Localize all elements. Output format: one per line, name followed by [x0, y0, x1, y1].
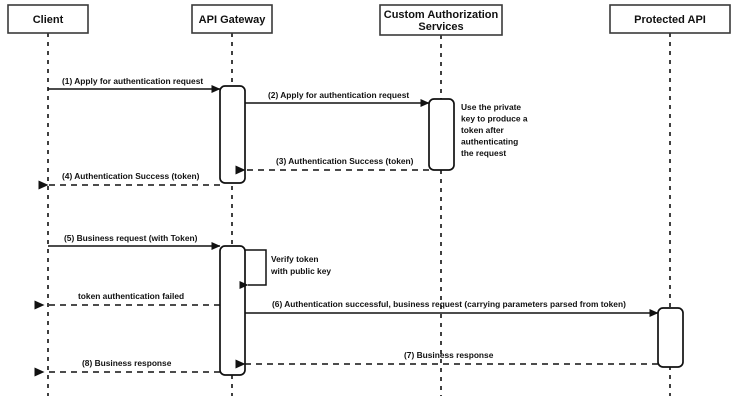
- self-message-label-line2-s1: with public key: [270, 266, 331, 276]
- participant-box-gateway[interactable]: [191, 4, 273, 34]
- message-m1[interactable]: (1) Apply for authentication request: [48, 76, 221, 93]
- participant-box-protapi[interactable]: [609, 4, 731, 34]
- message-m3[interactable]: (3) Authentication Success (token): [235, 156, 429, 175]
- participant-label-client: Client: [33, 14, 64, 26]
- activation-bar-act-gateway-1: [219, 85, 246, 184]
- message-m5[interactable]: (5) Business request (with Token): [48, 233, 221, 250]
- message-label-m2: (2) Apply for authentication request: [268, 90, 409, 100]
- participant-label-authsvc: Custom Authorization: [384, 9, 499, 21]
- message-label-m6: token authentication failed: [78, 291, 184, 301]
- participant-box-client[interactable]: [7, 4, 89, 34]
- participant-box-authsvc[interactable]: [379, 4, 503, 36]
- message-label-m8: (7) Business response: [404, 350, 494, 360]
- activation-bar-act-protapi-1: [657, 307, 684, 368]
- self-messages-group: Verify token with public key: [239, 249, 331, 289]
- self-message-path-s1: [239, 249, 267, 289]
- message-label-m3: (3) Authentication Success (token): [276, 156, 414, 166]
- note-line-n1-2: token after: [461, 125, 505, 135]
- lifelines-group: Client API Gateway Custom AuthorizationSer…: [7, 4, 731, 396]
- message-m4[interactable]: (4) Authentication Success (token): [38, 171, 220, 190]
- participant-protapi[interactable]: Protected API: [609, 4, 731, 34]
- activation-bar-act-gateway-2: [219, 245, 246, 376]
- message-label-m7: (6) Authentication successful, business …: [272, 299, 626, 309]
- messages-group: (1) Apply for authentication request (2) …: [34, 76, 659, 377]
- participant-label-gateway: API Gateway: [199, 14, 267, 26]
- note-line-n1-1: key to produce a: [461, 114, 528, 124]
- message-label-m5: (5) Business request (with Token): [64, 233, 198, 243]
- message-m8[interactable]: (7) Business response: [235, 350, 658, 369]
- message-m7[interactable]: (6) Authentication successful, business …: [245, 299, 659, 317]
- participant-client[interactable]: Client: [7, 4, 89, 34]
- message-m9[interactable]: (8) Business response: [34, 358, 220, 377]
- note-line-n1-3: authenticating: [461, 137, 518, 147]
- message-label-m4: (4) Authentication Success (token): [62, 171, 200, 181]
- participant-gateway[interactable]: API Gateway: [191, 4, 273, 34]
- message-m2[interactable]: (2) Apply for authentication request: [245, 90, 430, 107]
- participant-label-authsvc: Services: [418, 21, 463, 33]
- note-line-n1-4: the request: [461, 148, 506, 158]
- message-m6[interactable]: token authentication failed: [34, 291, 220, 310]
- activations-group: [219, 85, 684, 376]
- message-label-m9: (8) Business response: [82, 358, 172, 368]
- activation-bar-act-authsvc-1: [428, 98, 455, 171]
- self-message-s1[interactable]: Verify token with public key: [239, 249, 331, 289]
- message-label-m1: (1) Apply for authentication request: [62, 76, 203, 86]
- self-message-label-line1-s1: Verify token: [271, 254, 318, 264]
- note-line-n1-0: Use the private: [461, 102, 521, 112]
- participant-label-protapi: Protected API: [634, 14, 706, 26]
